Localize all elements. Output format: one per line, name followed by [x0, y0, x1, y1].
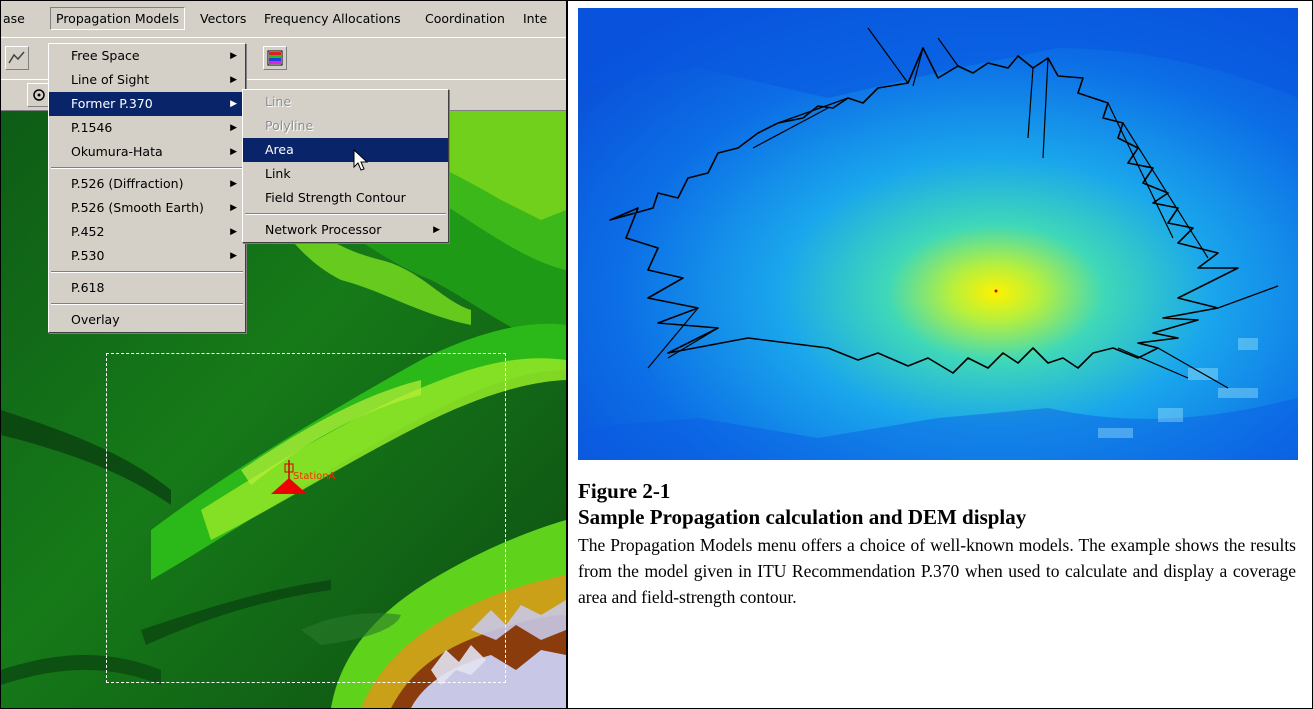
submenu-item-label: Network Processor — [265, 222, 382, 237]
menu-separator — [51, 303, 243, 305]
submenu-item-label: Area — [265, 142, 294, 157]
submenu-item-area[interactable]: Area — [243, 138, 448, 162]
chart-icon — [8, 51, 25, 64]
menu-vectors[interactable]: Vectors — [200, 11, 247, 26]
figure-number: Figure 2-1 — [578, 479, 671, 503]
submenu-item-line: Line — [243, 90, 448, 114]
submenu-arrow-icon: ▶ — [230, 251, 237, 261]
submenu-arrow-icon: ▶ — [230, 179, 237, 189]
submenu-arrow-icon: ▶ — [230, 123, 237, 133]
submenu-item-link[interactable]: Link — [243, 162, 448, 186]
submenu-item-network-processor[interactable]: Network Processor ▶ — [243, 218, 448, 242]
menu-item-label: P.452 — [71, 224, 105, 239]
submenu-item-label: Polyline — [265, 118, 314, 133]
menu-separator — [245, 213, 446, 215]
menu-item-label: Okumura-Hata — [71, 144, 163, 159]
menu-item-label: Overlay — [71, 312, 120, 327]
station-marker-icon[interactable] — [267, 458, 327, 498]
submenu-item-polyline: Polyline — [243, 114, 448, 138]
submenu-arrow-icon: ▶ — [230, 203, 237, 213]
menu-item-okumura-hata[interactable]: Okumura-Hata ▶ — [49, 140, 245, 164]
locate-tool-button[interactable] — [27, 83, 51, 107]
figure-title: Sample Propagation calculation and DEM d… — [578, 505, 1027, 529]
selection-rectangle[interactable] — [106, 353, 506, 683]
menu-item-p526-diffraction[interactable]: P.526 (Diffraction) ▶ — [49, 172, 245, 196]
menu-separator — [51, 167, 243, 169]
palette-tool-button[interactable] — [263, 46, 287, 70]
submenu-item-label: Line — [265, 94, 292, 109]
menu-item-p526-smooth-earth[interactable]: P.526 (Smooth Earth) ▶ — [49, 196, 245, 220]
menu-item-label: Free Space — [71, 48, 140, 63]
menu-item-p530[interactable]: P.530 ▶ — [49, 244, 245, 268]
menu-item-free-space[interactable]: Free Space ▶ — [49, 44, 245, 68]
menu-item-p618[interactable]: P.618 — [49, 276, 245, 300]
menu-item-label: P.618 — [71, 280, 105, 295]
palette-icon — [267, 50, 283, 66]
submenu-item-field-strength-contour[interactable]: Field Strength Contour — [243, 186, 448, 210]
menu-interference[interactable]: Inte — [523, 11, 548, 26]
figure-description: The Propagation Models menu offers a cho… — [578, 535, 1296, 607]
propagation-models-menu: Free Space ▶ Line of Sight ▶ Former P.370 ▶… — [48, 43, 246, 333]
app-screenshot: ase Propagation Models Vectors Frequency… — [1, 1, 566, 708]
menu-item-label: Former P.370 — [71, 96, 153, 111]
menu-coordination[interactable]: Coordination — [425, 11, 505, 26]
menu-separator — [51, 271, 243, 273]
menu-database[interactable]: ase — [3, 11, 25, 26]
menu-item-label: P.526 (Smooth Earth) — [71, 200, 204, 215]
menu-item-p452[interactable]: P.452 ▶ — [49, 220, 245, 244]
submenu-item-label: Field Strength Contour — [265, 190, 406, 205]
submenu-arrow-icon: ▶ — [230, 227, 237, 237]
mouse-cursor-icon — [353, 149, 369, 171]
submenu-arrow-icon: ▶ — [230, 99, 237, 109]
menu-item-label: P.1546 — [71, 120, 113, 135]
menu-item-label: Line of Sight — [71, 72, 150, 87]
chart-tool-button[interactable] — [5, 46, 29, 70]
menu-frequency-allocations[interactable]: Frequency Allocations — [264, 11, 401, 26]
menu-item-p1546[interactable]: P.1546 ▶ — [49, 116, 245, 140]
submenu-arrow-icon: ▶ — [230, 51, 237, 61]
submenu-item-label: Link — [265, 166, 291, 181]
former-p370-submenu: Line Polyline Area Link Field Strength C… — [242, 89, 449, 243]
coverage-plot — [578, 8, 1298, 460]
menu-item-overlay[interactable]: Overlay — [49, 308, 245, 332]
submenu-arrow-icon: ▶ — [433, 225, 440, 235]
menu-item-label: P.530 — [71, 248, 105, 263]
station-label: StationA — [293, 471, 336, 482]
menu-propagation-models[interactable]: Propagation Models — [50, 7, 185, 30]
column-divider — [566, 0, 568, 709]
figure-caption: Figure 2-1 Sample Propagation calculatio… — [578, 476, 1296, 610]
menu-item-former-p370[interactable]: Former P.370 ▶ — [49, 92, 245, 116]
menu-item-line-of-sight[interactable]: Line of Sight ▶ — [49, 68, 245, 92]
submenu-arrow-icon: ▶ — [230, 75, 237, 85]
menu-item-label: P.526 (Diffraction) — [71, 176, 184, 191]
submenu-arrow-icon: ▶ — [230, 147, 237, 157]
menubar: ase Propagation Models Vectors Frequency… — [1, 1, 566, 37]
target-icon — [33, 89, 45, 101]
